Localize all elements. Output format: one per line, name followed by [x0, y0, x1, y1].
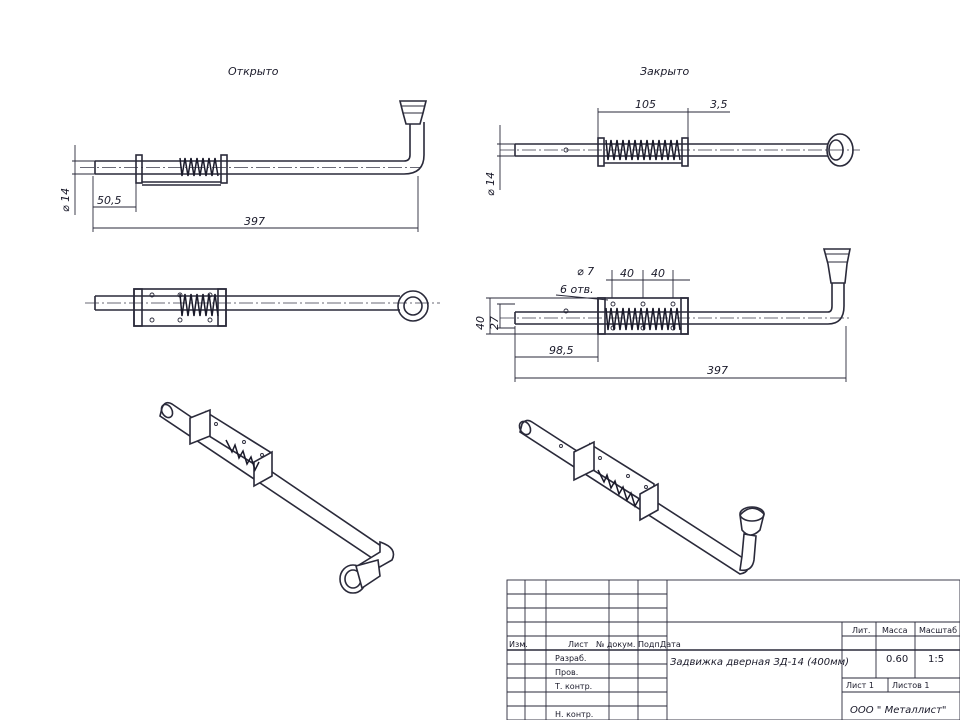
- dim-diam-14-closed: ⌀ 14: [484, 172, 497, 196]
- row-razrab: Разраб.: [555, 654, 586, 663]
- scale-label: Масштаб: [919, 626, 957, 635]
- col-podp: Подп.: [638, 640, 662, 649]
- closed-side-view: Закрыто 105 3,5 ⌀ 14: [484, 65, 860, 196]
- mass-label: Масса: [882, 626, 908, 635]
- closed-top-view: ⌀ 7 6 отв. 40 40 40 27 98,5 397: [474, 248, 851, 382]
- col-ndokum: № докум.: [596, 640, 635, 649]
- open-view-label: Открыто: [228, 65, 279, 78]
- dim-40-b: 40: [651, 267, 665, 280]
- isometric-closed: [518, 419, 765, 575]
- dim-397-closed: 397: [707, 364, 728, 377]
- closed-view-label: Закрыто: [640, 65, 690, 78]
- open-top-view: [85, 288, 440, 327]
- dim-3-5: 3,5: [710, 98, 728, 111]
- col-list: Лист: [568, 640, 589, 649]
- mass-value: 0.60: [886, 654, 908, 665]
- dim-diam-7: ⌀ 7: [577, 265, 594, 278]
- dim-50-5: 50,5: [97, 194, 122, 207]
- row-nkontr: Н. контр.: [555, 710, 593, 719]
- drawing-title: Задвижка дверная ЗД-14 (400мм): [670, 657, 849, 668]
- dim-40-a: 40: [620, 267, 634, 280]
- sheets-label: Листов 1: [892, 681, 930, 690]
- title-block: Изм. Лист № докум. Подп. Дата Разраб. Пр…: [506, 579, 960, 720]
- scale-value: 1:5: [928, 654, 944, 665]
- dim-105: 105: [635, 98, 656, 111]
- dim-27: 27: [488, 316, 501, 330]
- lit-label: Лит.: [852, 626, 870, 635]
- col-izm: Изм.: [509, 640, 528, 649]
- sheet-label: Лист 1: [846, 681, 874, 690]
- dim-98-5: 98,5: [549, 344, 574, 357]
- col-data: Дата: [660, 640, 681, 649]
- row-tkontr: Т. контр.: [554, 682, 592, 691]
- open-side-view: Открыто ⌀ 14 50,5 397: [59, 65, 428, 232]
- dim-diam-14-open: ⌀ 14: [59, 188, 72, 212]
- dim-40-c: 40: [474, 316, 487, 330]
- organization-name: ООО " Металлист": [850, 705, 947, 716]
- dim-6-holes: 6 отв.: [560, 283, 594, 296]
- row-prov: Пров.: [555, 668, 578, 677]
- isometric-open: [159, 401, 395, 594]
- dim-397-open: 397: [244, 215, 265, 228]
